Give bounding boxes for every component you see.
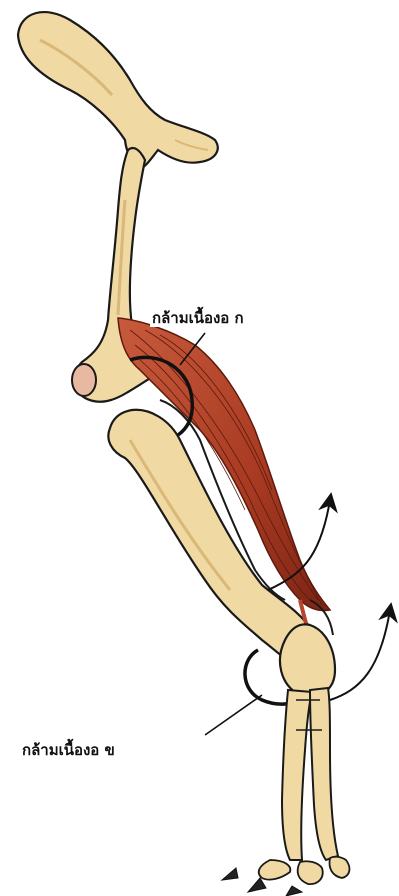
action-arrow-lower <box>330 610 390 700</box>
upper-girdle-bone <box>18 12 218 170</box>
label-muscle-a: กล้ามเนื้องอ ก <box>150 309 246 327</box>
toe-bones <box>222 857 349 896</box>
label-muscle-b: กล้ามเนื้องอ ข <box>20 741 117 759</box>
foot-bones <box>282 688 338 860</box>
leader-line-b <box>205 695 262 735</box>
